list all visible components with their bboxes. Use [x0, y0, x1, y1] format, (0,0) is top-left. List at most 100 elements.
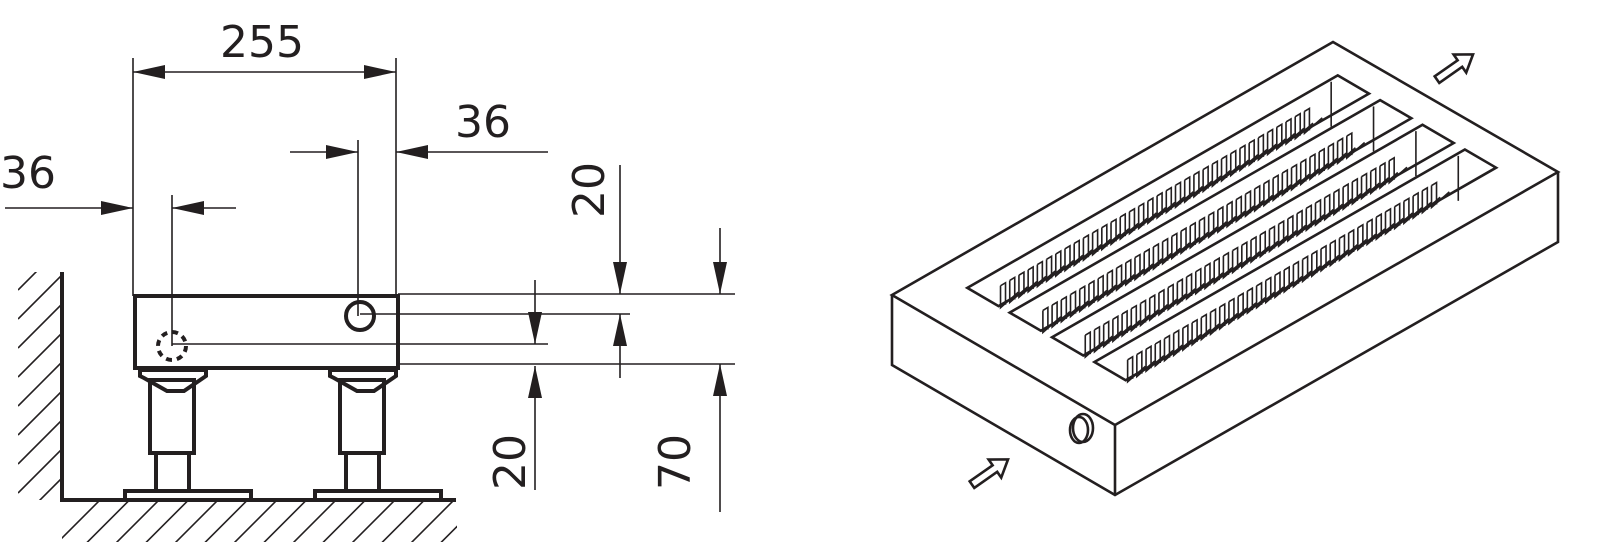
- heat-exchanger-fin: [1088, 279, 1108, 308]
- heat-exchanger-fin: [1366, 218, 1386, 247]
- foot-base-plate: [123, 489, 253, 502]
- heat-exchanger-fin: [1145, 344, 1165, 374]
- heat-exchanger-fin: [1421, 186, 1441, 215]
- heat-exchanger-fin: [1134, 253, 1154, 282]
- heat-exchanger-fin: [1222, 251, 1242, 280]
- top-face: [889, 40, 1561, 427]
- heat-exchanger-fin: [1176, 277, 1196, 307]
- heat-exchanger-fin: [1384, 207, 1404, 236]
- pipe-connection-rear-hidden: [156, 330, 188, 362]
- heat-exchanger-fin: [1360, 172, 1380, 201]
- heat-exchanger-fin: [1211, 159, 1231, 188]
- hatch-line: [18, 332, 62, 378]
- heat-exchanger-fin: [1171, 232, 1191, 261]
- heat-exchanger-fin: [1369, 166, 1390, 196]
- heat-exchanger-fin: [1257, 133, 1277, 162]
- hatch-line: [174, 502, 218, 542]
- heat-exchanger-fin: [1283, 265, 1303, 294]
- airflow-in-arrow-icon: [967, 458, 1010, 490]
- heat-exchanger-fin: [1102, 320, 1123, 349]
- heat-exchanger-fin: [1323, 193, 1344, 222]
- hatch-line: [18, 390, 62, 436]
- hatch-line: [263, 502, 306, 542]
- heat-exchanger-fin: [1185, 272, 1205, 301]
- heat-exchanger-fin: [1327, 142, 1347, 171]
- floor-hatching: [62, 501, 512, 542]
- side-elevation: 255 36 36 20: [0, 17, 735, 542]
- heat-exchanger-fin: [1241, 240, 1261, 270]
- heat-exchanger-fin: [1139, 299, 1159, 328]
- heat-exchanger-fin: [1051, 300, 1071, 329]
- heat-exchanger-fin: [1101, 223, 1121, 252]
- isometric-view: [889, 40, 1561, 497]
- hatch-line: [351, 502, 395, 542]
- heat-exchanger-fin: [1226, 200, 1246, 229]
- hatch-line: [18, 274, 62, 320]
- heat-exchanger-fin: [1244, 189, 1264, 218]
- dimension-left-offset-label: 36: [0, 148, 56, 199]
- heat-exchanger-fin: [1259, 230, 1279, 259]
- dimension-width: 255: [133, 17, 396, 79]
- hatch-line: [18, 272, 38, 291]
- heat-exchanger-fin: [1303, 106, 1323, 136]
- heat-exchanger-fin: [1375, 212, 1395, 241]
- pipe-connection-iso: [1068, 412, 1095, 445]
- hatch-line: [292, 502, 336, 542]
- heat-exchanger-fin: [1403, 196, 1423, 226]
- grille-slots: [964, 73, 1499, 384]
- dimension-total-height: 70: [650, 228, 727, 512]
- heat-exchanger-fin: [1379, 161, 1399, 190]
- grille-slot: [1049, 123, 1457, 359]
- heat-exchanger-fin: [1430, 181, 1450, 210]
- heat-exchanger-fin: [1112, 314, 1132, 344]
- heat-exchanger-fin: [1060, 295, 1080, 324]
- heat-exchanger-fin: [1165, 186, 1185, 215]
- heat-exchanger-fin: [1136, 350, 1156, 379]
- heat-exchanger-fin: [1235, 195, 1255, 224]
- heat-exchanger-fin: [1287, 214, 1307, 243]
- heat-exchanger-fin: [1154, 339, 1174, 368]
- heat-exchanger-fin: [1204, 262, 1224, 291]
- slot-opening: [1007, 98, 1414, 333]
- convector-body: [133, 294, 400, 370]
- heat-exchanger-fin: [1272, 173, 1292, 203]
- hatch-line: [18, 448, 62, 494]
- heat-exchanger-fin: [1054, 249, 1075, 278]
- heat-exchanger-fin: [1121, 309, 1141, 338]
- adjustable-foot: [313, 368, 443, 502]
- foot-stem: [344, 451, 381, 493]
- hatch-line: [381, 502, 424, 542]
- hatch-line: [468, 501, 512, 542]
- heat-exchanger-fin: [1182, 323, 1202, 352]
- heat-exchanger-fin: [1388, 156, 1408, 185]
- heat-exchanger-fin: [1237, 292, 1257, 321]
- heat-exchanger-fin: [1008, 276, 1029, 305]
- heat-exchanger-fin: [1200, 313, 1220, 342]
- heat-exchanger-fin: [1333, 188, 1353, 217]
- heat-exchanger-fin: [1189, 221, 1209, 250]
- grille-slot: [964, 73, 1372, 310]
- side-faces: [890, 172, 1560, 497]
- heat-exchanger-fin: [1209, 307, 1229, 337]
- slot-opening: [1091, 147, 1499, 382]
- heat-exchanger-fin: [1106, 269, 1126, 298]
- hatch-line: [18, 303, 62, 349]
- heat-exchanger-fin: [1126, 355, 1146, 384]
- dimension-top-pipe-height-label: 20: [564, 162, 615, 218]
- hatch-line: [145, 502, 188, 542]
- dimension-total-height-label: 70: [650, 434, 701, 490]
- heat-exchanger-fin: [1158, 288, 1178, 317]
- heat-exchanger-fin: [1124, 258, 1145, 287]
- heat-exchanger-fin: [1277, 219, 1298, 248]
- heat-exchanger-fin: [1266, 128, 1286, 157]
- heat-exchanger-fin: [1163, 334, 1183, 363]
- heat-exchanger-fin: [1329, 239, 1349, 268]
- heat-exchanger-fin: [1167, 283, 1187, 312]
- foot-base-plate: [313, 489, 443, 502]
- heat-exchanger-fin: [1042, 306, 1062, 335]
- heat-exchanger-fin: [1174, 180, 1194, 210]
- heat-exchanger-fin: [1301, 255, 1321, 284]
- dimension-width-label: 255: [220, 17, 304, 68]
- heat-exchanger-fin: [1311, 249, 1331, 278]
- hatch-line: [18, 419, 62, 465]
